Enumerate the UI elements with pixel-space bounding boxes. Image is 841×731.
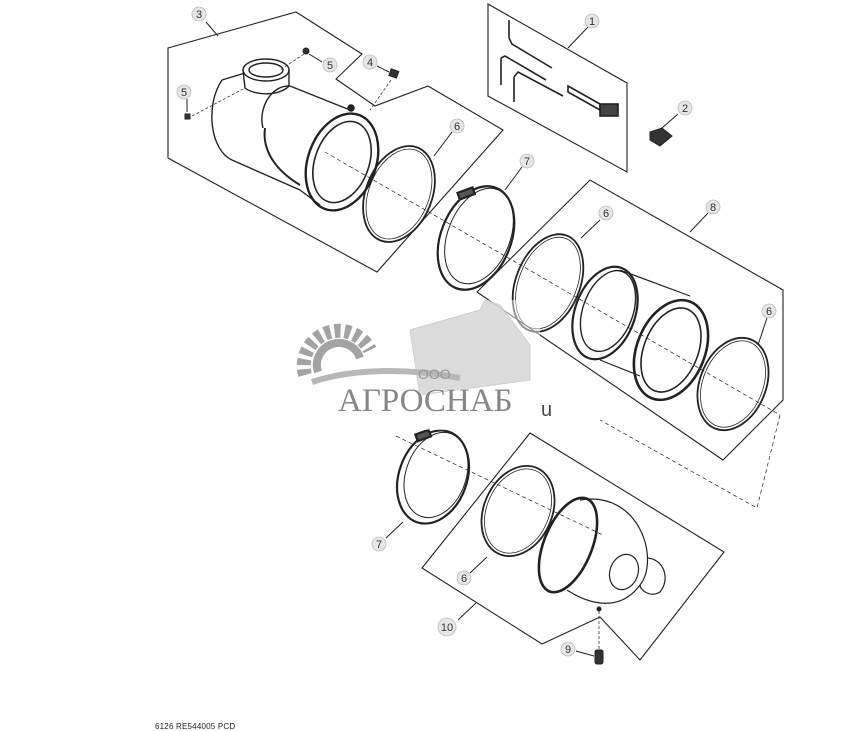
axis-line-lower [395,435,604,536]
sensor-kit-parts [500,20,619,117]
screw-5-top [279,47,323,71]
svg-text:8: 8 [710,202,716,214]
svg-text:5: 5 [327,60,333,72]
svg-text:5: 5 [181,87,187,99]
callout-4: 4 [362,54,378,70]
axis-line [324,151,781,416]
screw-5-left [184,87,246,120]
callout-5: 5 [176,84,192,100]
air-cleaner-housing [211,58,380,212]
watermark-logo: ООО АГРОСНАБ u [275,299,552,430]
callout-3: 3 [191,6,207,22]
callout-7: 7 [371,536,387,552]
watermark-suffix: u [541,399,552,421]
svg-text:4: 4 [367,57,373,69]
callout-2: 2 [677,100,693,116]
drawing-reference-caption: 6126 RE544005 PCD [155,722,236,731]
combine-harvester-icon [409,299,531,396]
callout-7: 7 [519,153,535,169]
clamp-7b [385,428,471,539]
callout-5: 5 [322,57,338,73]
callout-6: 6 [598,205,614,221]
callout-1: 1 [584,13,600,29]
callout-8: 8 [705,199,721,215]
callout-6: 6 [456,570,472,586]
callout-10: 10 [437,617,457,637]
svg-text:3: 3 [196,9,202,21]
assembly-path [599,414,781,509]
housing-assembly-frame [167,11,504,273]
switch-2 [649,113,679,147]
svg-text:6: 6 [766,306,772,318]
sensor-kit-frame [487,3,628,173]
seal-ring-6a [362,131,453,243]
dust-cup-10 [537,496,666,650]
watermark-company-name: АГРОСНАБ [338,383,513,419]
svg-text:10: 10 [441,622,453,634]
seal-ring-6b [511,219,601,333]
primary-element-frame [476,179,784,461]
callout-labels: 1 2 3 4 5 5 6 6 6 6 7 7 8 9 10 [176,6,777,657]
seal-ring-6d [469,464,556,574]
svg-text:6: 6 [454,121,460,133]
svg-text:6: 6 [461,573,467,585]
seal-ring-6c [696,317,770,432]
svg-text:9: 9 [565,644,571,656]
clamp-7a [436,166,523,291]
filter-element-8 [571,265,710,402]
watermark-prefix: ООО [418,366,451,382]
svg-text:1: 1 [589,16,595,28]
dust-cup-frame [421,432,725,661]
svg-text:7: 7 [376,539,382,551]
callout-6: 6 [761,303,777,319]
callout-6: 6 [449,118,465,134]
callout-9: 9 [560,641,576,657]
svg-text:2: 2 [682,103,688,115]
svg-text:6: 6 [603,208,609,220]
fitting-4 [369,65,400,111]
valve-9 [575,649,604,665]
gear-icon [296,323,377,377]
svg-text:7: 7 [524,156,530,168]
